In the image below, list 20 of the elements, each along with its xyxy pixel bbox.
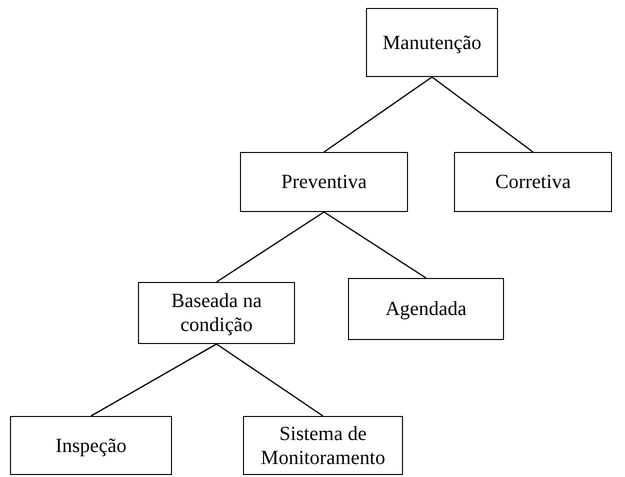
box-label: Inspeção (55, 434, 127, 458)
box-label: Corretiva (495, 170, 571, 194)
connector-line (216, 211, 324, 283)
box-label: Manutenção (382, 30, 482, 54)
connector-line (90, 343, 217, 417)
connector-line (324, 211, 426, 279)
box-label: Baseada na condição (170, 289, 263, 337)
box-label: Sistema de Monitoramento (260, 422, 386, 470)
category-box (138, 282, 295, 344)
connector-line (324, 76, 432, 153)
box-label: Agendada (385, 297, 467, 321)
category-box (366, 8, 498, 77)
category-box (240, 152, 408, 212)
box-label: Preventiva (281, 170, 367, 194)
category-box (454, 152, 612, 212)
category-box (243, 416, 403, 475)
connector-line (216, 343, 324, 417)
connector-line (432, 76, 534, 153)
category-box (348, 278, 504, 340)
category-box (10, 416, 172, 475)
